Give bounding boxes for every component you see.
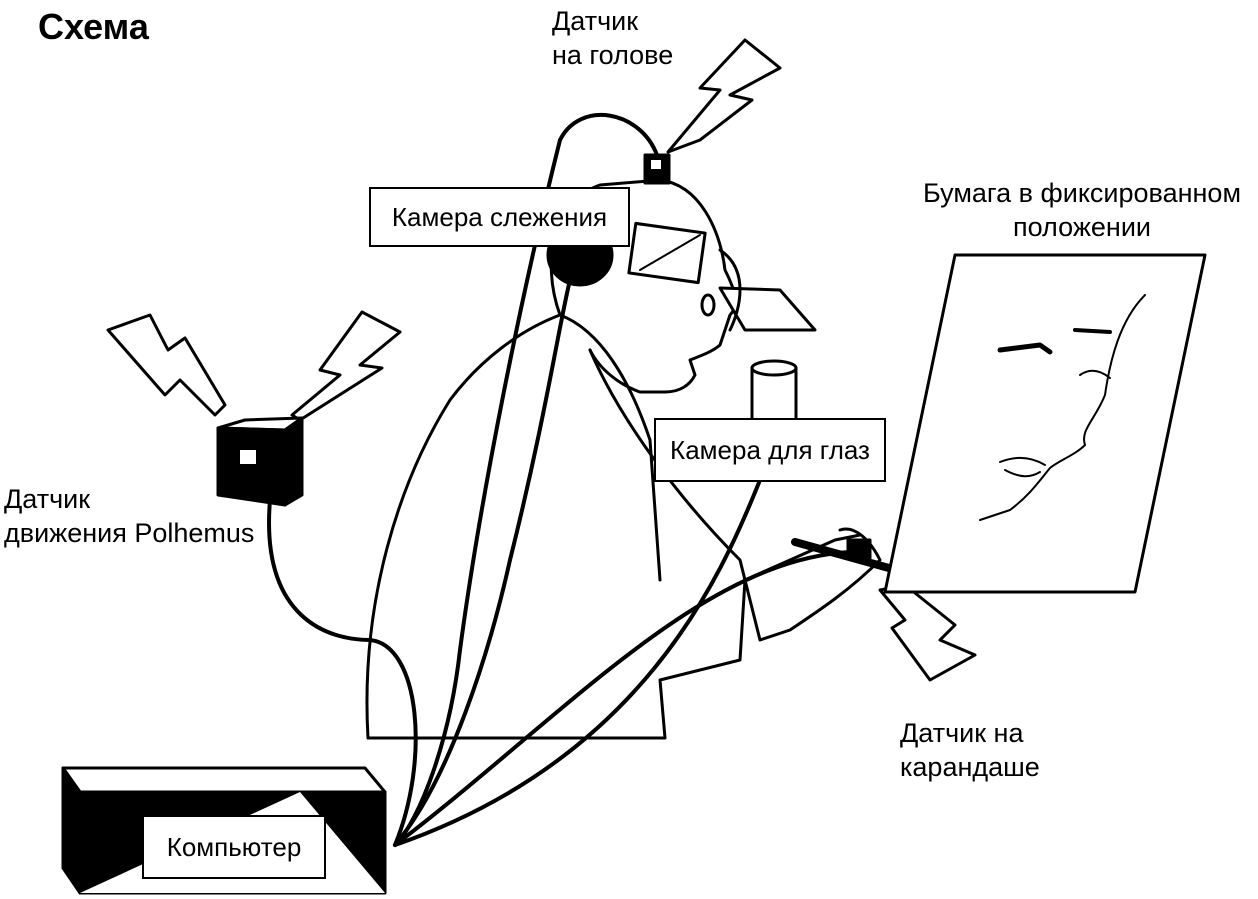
camera-icon-tracking xyxy=(627,221,707,285)
face-drawing xyxy=(979,294,1146,521)
cable-eye-camera xyxy=(718,248,742,332)
lightning-icon-pencil xyxy=(878,583,977,682)
cable-pencil-sensor xyxy=(393,550,852,847)
label-tracking-camera: Камера слежения xyxy=(369,187,630,247)
cable-head-sensor xyxy=(393,113,659,847)
sensor-box-icon-polhemus xyxy=(216,416,304,507)
label-eye-camera: Камера для глаз xyxy=(654,418,886,482)
label-pencil-sensor: Датчик на карандаше xyxy=(900,718,1040,782)
lightning-icon-polhemus-left xyxy=(106,313,227,417)
cable-eye-camera-down xyxy=(393,478,762,847)
paper-sheet xyxy=(883,253,1207,594)
label-polhemus-sensor: Датчик движения Polhemus xyxy=(4,484,255,548)
label-paper: Бумага в фиксированном положении xyxy=(923,178,1242,242)
person-arm-outline xyxy=(588,348,882,642)
lightning-icon-polhemus-right xyxy=(290,310,402,422)
pencil-sensor-box xyxy=(846,538,872,560)
cable-polhemus xyxy=(267,498,418,847)
label-head-sensor: Датчик на голове xyxy=(552,6,674,70)
lightning-icon-head xyxy=(666,38,782,154)
label-computer: Компьютер xyxy=(142,815,326,879)
cable-tracking-camera xyxy=(393,278,572,847)
diagram-title: Схема xyxy=(38,6,149,47)
